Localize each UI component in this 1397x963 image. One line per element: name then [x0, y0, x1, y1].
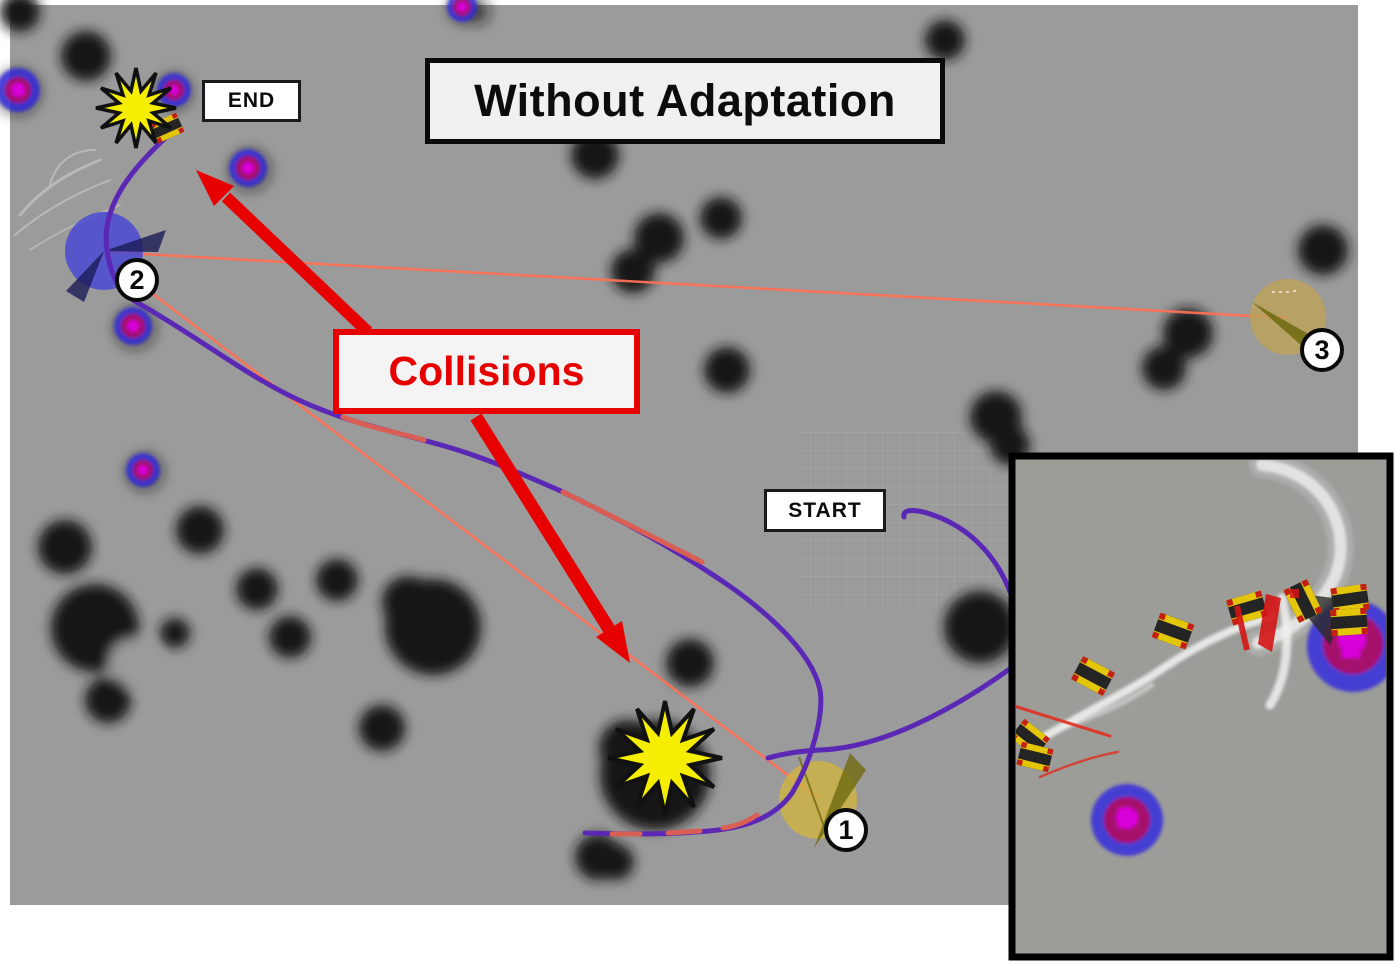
end-label: END: [202, 80, 301, 122]
collision-annotation-arrows: [196, 170, 630, 663]
explosion-icon-end: [95, 67, 177, 149]
costmap-obstacle-blobs: [0, 0, 477, 487]
waypoint-badge-2: 2: [115, 258, 159, 302]
inset-panel: [1008, 452, 1394, 961]
start-label: START: [764, 489, 886, 532]
figure-title: Without Adaptation: [425, 58, 945, 144]
collisions-label: Collisions: [333, 329, 640, 414]
waypoint-badge-3: 3: [1300, 328, 1344, 372]
waypoint-badge-1: 1: [824, 808, 868, 852]
collision-arrow-2: [470, 413, 615, 633]
collision-arrow-1: [221, 192, 373, 337]
explosion-icon-bottom: [607, 700, 723, 816]
inset-border: [1008, 452, 1394, 961]
inset-skid-marks: [1234, 589, 1299, 652]
trajectory-loop: [765, 665, 1014, 761]
obstacle-blobs: [0, 0, 1348, 880]
trajectory-from-start: [901, 508, 1013, 595]
collision-arrow-1-head: [196, 170, 234, 206]
collision-trajectory-segments: [340, 414, 760, 837]
collision-arrow-2-head: [596, 621, 630, 663]
inset-collision-traces: [1016, 705, 1120, 779]
